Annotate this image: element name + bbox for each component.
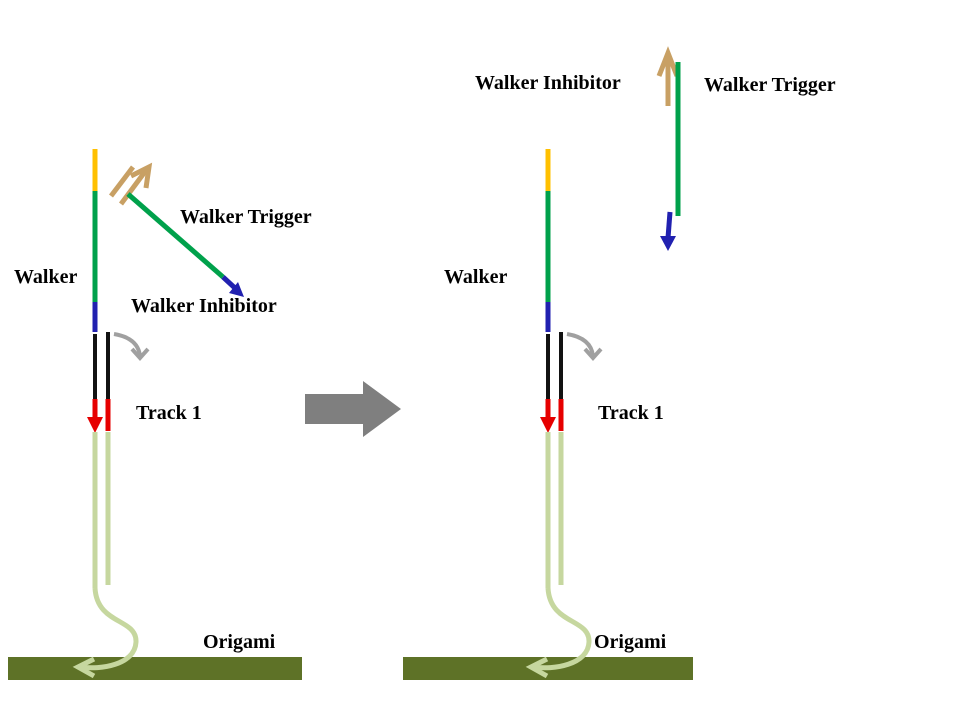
walker-inhibitor-label: Walker Inhibitor bbox=[475, 72, 621, 94]
walker-trigger-arrowhead-icon bbox=[129, 162, 153, 189]
duplex-trigger-arrowhead-icon bbox=[656, 46, 680, 77]
walker-inhibitor-label: Walker Inhibitor bbox=[131, 295, 277, 317]
step-arrow bbox=[113, 332, 142, 357]
left-panel: Walker Walker Trigger Walker Inhibitor T… bbox=[8, 149, 312, 680]
walker-trigger-label: Walker Trigger bbox=[704, 74, 836, 96]
transition-arrow bbox=[305, 381, 401, 437]
walker-label: Walker bbox=[14, 266, 77, 288]
right-panel: Walker Inhibitor Walker Trigger Walker T… bbox=[403, 46, 836, 680]
walker-label: Walker bbox=[444, 266, 507, 288]
walker-trigger-strand-2 bbox=[109, 165, 135, 198]
walker-inhibitor-green-strand bbox=[126, 192, 225, 279]
origami-hook-arrowhead-icon bbox=[72, 656, 96, 679]
track-label: Track 1 bbox=[136, 402, 202, 424]
step-arrow bbox=[566, 332, 595, 357]
origami-label: Origami bbox=[594, 631, 667, 653]
walker-inhibitor-arrowhead-icon bbox=[229, 282, 244, 297]
step-arrowhead-icon bbox=[130, 347, 150, 362]
walker-inhibitor-blue-segment bbox=[221, 275, 238, 291]
walker-trigger-strand bbox=[118, 167, 150, 206]
walker-leg-red-arrowhead-icon bbox=[540, 417, 556, 433]
walker-leg-red-arrowhead-icon bbox=[87, 417, 103, 433]
duplex-inhibitor-blue-segment bbox=[665, 211, 673, 239]
step-arrowhead-icon bbox=[583, 347, 603, 362]
origami-bar bbox=[8, 657, 302, 680]
duplex-inhibitor-arrowhead-icon bbox=[660, 236, 676, 251]
walker-trigger-label: Walker Trigger bbox=[180, 206, 312, 228]
origami-strand-hook bbox=[80, 587, 139, 671]
origami-hook-arrowhead-icon bbox=[525, 656, 549, 679]
track-label: Track 1 bbox=[598, 402, 664, 424]
origami-strand-hook bbox=[533, 587, 592, 671]
origami-label: Origami bbox=[203, 631, 276, 653]
